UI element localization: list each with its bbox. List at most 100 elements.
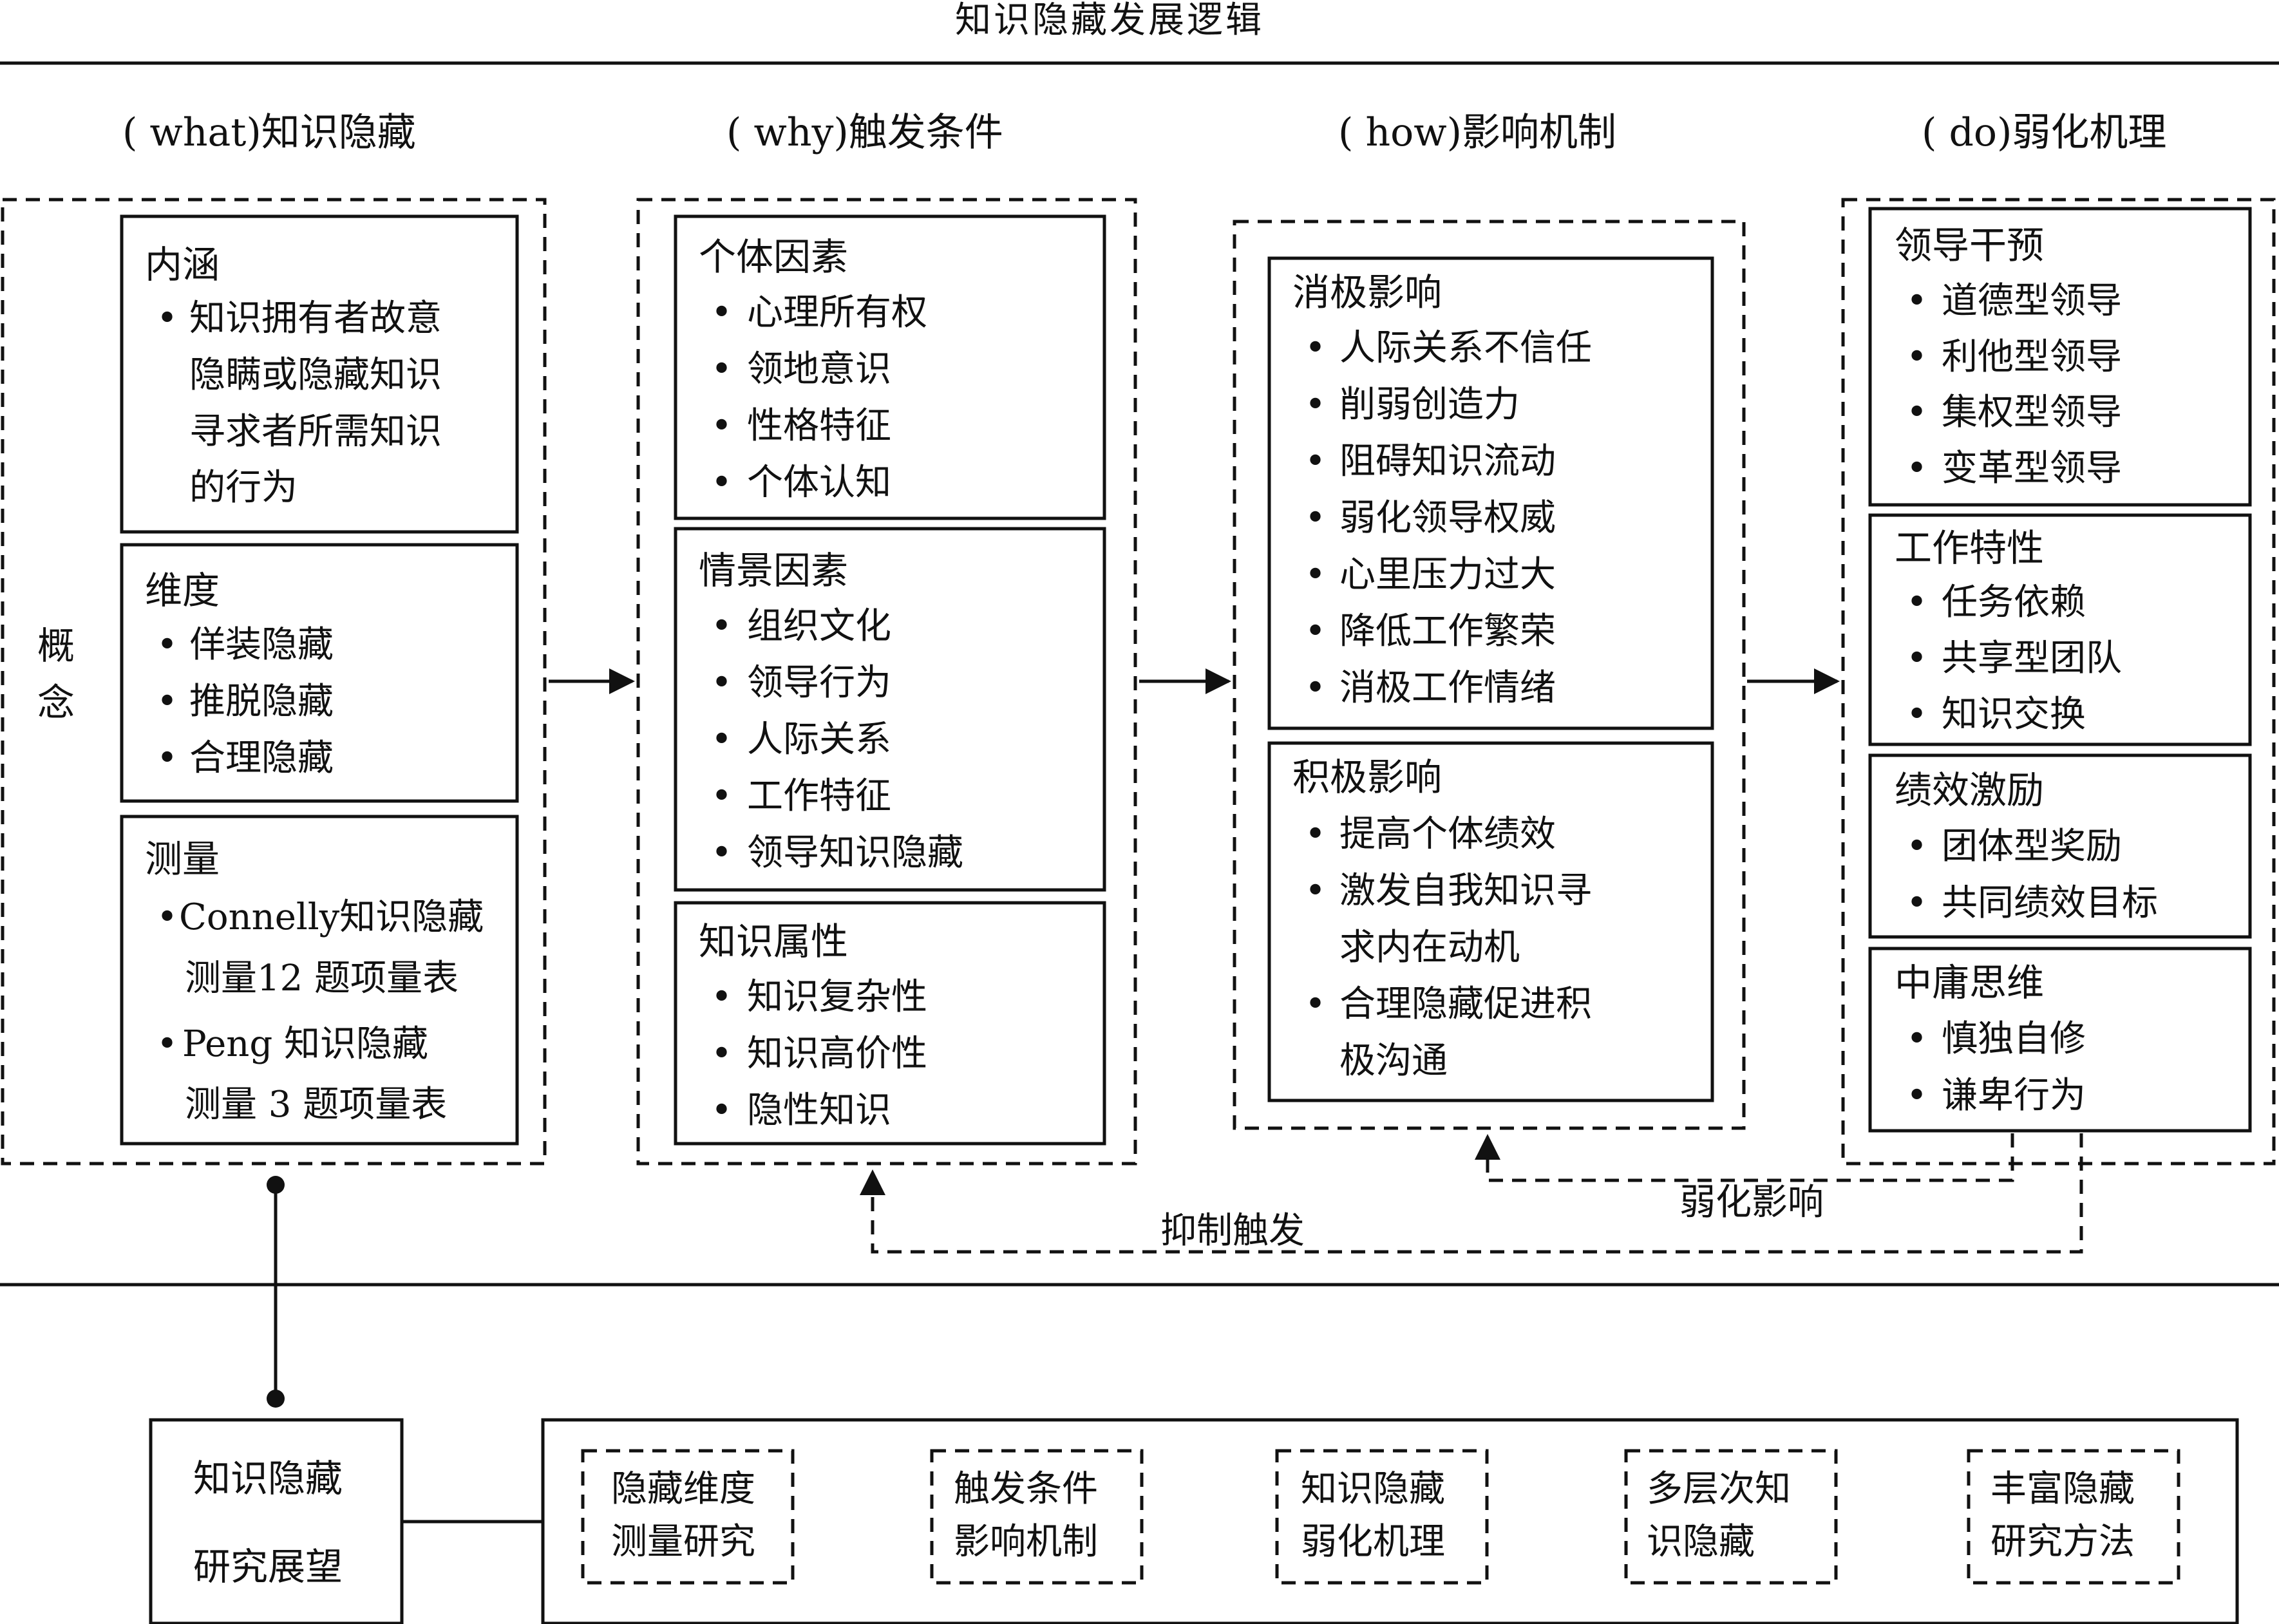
bullet: • xyxy=(1305,497,1327,539)
item-text: 心里压力过大 xyxy=(1339,554,1556,596)
bullet: • xyxy=(711,1090,733,1131)
item-text: 合理隐藏促进积 xyxy=(1339,983,1592,1025)
box-title-work-characteristics: 工作特性 xyxy=(1895,526,2045,570)
item-text: 寻求者所需知识 xyxy=(189,411,442,453)
item-text: 测量12 题项量表 xyxy=(185,958,459,999)
bullet: • xyxy=(711,405,733,447)
prospect-item-1-line-2: 测量研究 xyxy=(611,1521,755,1563)
item-text: 隐性知识 xyxy=(747,1090,891,1131)
item-text: 共同绩效目标 xyxy=(1942,882,2158,924)
prospect-item-5-line-2: 研究方法 xyxy=(1991,1521,2135,1563)
prospect-item-4-line-2: 识隐藏 xyxy=(1647,1521,1755,1563)
item-text: 合理隐藏 xyxy=(189,737,334,779)
prospect-item-1-line-1: 隐藏维度 xyxy=(611,1468,755,1510)
item-text: 知识高价性 xyxy=(747,1033,927,1075)
bullet: • xyxy=(1305,870,1327,912)
prospect-title-line-2: 研究展望 xyxy=(193,1545,343,1589)
item-text: 知识拥有者故意 xyxy=(189,297,442,339)
bullet: • xyxy=(711,719,733,760)
item-text: 阻碍知识流动 xyxy=(1339,440,1556,482)
item-text: 的行为 xyxy=(189,467,298,509)
bullet: • xyxy=(1305,667,1327,709)
bullet: • xyxy=(1906,637,1928,679)
box-title-zhongyong-thinking: 中庸思维 xyxy=(1895,961,2045,1005)
item-text: 知识交换 xyxy=(1942,694,2086,735)
box-title-positive-impact: 积极影响 xyxy=(1292,755,1442,799)
item-text: 提高个体绩效 xyxy=(1339,813,1556,855)
item-text: 变革型领导 xyxy=(1942,448,2122,489)
inhibit-trigger-label: 抑制触发 xyxy=(1160,1210,1305,1252)
item-text: 削弱创造力 xyxy=(1339,384,1520,426)
weaken-influence-label: 弱化影响 xyxy=(1679,1182,1824,1223)
item-text: 工作特征 xyxy=(747,775,891,817)
bullet: • xyxy=(1305,327,1327,369)
box-title-measurement: 测量 xyxy=(145,837,220,881)
prospect-item-4-line-1: 多层次知 xyxy=(1647,1468,1791,1510)
bullet: • xyxy=(1305,610,1327,652)
concept-label-char-1: 概 xyxy=(37,624,75,668)
item-text: 极沟通 xyxy=(1339,1040,1448,1082)
heading-why: ( why)触发条件 xyxy=(726,110,1003,155)
item-text: 组织文化 xyxy=(747,605,891,647)
bullet: • xyxy=(1906,280,1928,322)
item-text: 弱化领导权威 xyxy=(1339,497,1556,539)
item-text: 团体型奖励 xyxy=(1942,826,2122,867)
item-text: 共享型团队 xyxy=(1942,637,2122,679)
prospect-item-3-line-1: 知识隐藏 xyxy=(1301,1468,1445,1510)
bullet: • xyxy=(1906,392,1928,433)
bullet: • xyxy=(1305,384,1327,426)
diagram-title: 知识隐藏发展逻辑 xyxy=(955,0,1264,41)
box-title-dimension: 维度 xyxy=(145,569,220,612)
item-text: 推脱隐藏 xyxy=(189,681,334,722)
item-text: 领导知识隐藏 xyxy=(747,832,963,874)
box-title-performance-incentive: 绩效激励 xyxy=(1895,768,2045,812)
item-text: 知识复杂性 xyxy=(747,976,927,1018)
bullet: • xyxy=(1906,1018,1928,1060)
item-text: 慎独自修 xyxy=(1942,1018,2086,1060)
bullet: • xyxy=(1906,448,1928,489)
item-text: 人际关系不信任 xyxy=(1339,327,1592,369)
bullet: • xyxy=(1906,826,1928,867)
bullet: • xyxy=(1906,336,1928,378)
bullet: • xyxy=(711,832,733,874)
prospect-item-3-line-2: 弱化机理 xyxy=(1301,1521,1445,1563)
concept-label-char-2: 念 xyxy=(37,681,75,724)
item-text: 谦卑行为 xyxy=(1942,1075,2086,1117)
bullet: • xyxy=(1305,440,1327,482)
bullet: • xyxy=(1906,694,1928,735)
item-text: 领地意识 xyxy=(747,348,891,390)
bullet: • xyxy=(711,1033,733,1075)
item-text: 测量 3 题项量表 xyxy=(185,1084,448,1126)
bullet: • xyxy=(711,292,733,334)
prospect-item-5-line-1: 丰富隐藏 xyxy=(1991,1468,2135,1510)
prospect-title-box xyxy=(149,1418,404,1624)
item-text: 隐瞒或隐藏知识 xyxy=(189,354,442,396)
bullet: • xyxy=(156,624,178,666)
item-text: 道德型领导 xyxy=(1942,280,2122,322)
item-text: 心理所有权 xyxy=(747,292,927,334)
heading-do: ( do)弱化机理 xyxy=(1922,110,2167,155)
bullet: • xyxy=(1906,1075,1928,1117)
item-text: 领导行为 xyxy=(747,662,891,704)
box-title-negative-impact: 消极影响 xyxy=(1292,270,1442,314)
heading-what: ( what)知识隐藏 xyxy=(122,110,416,155)
box-title-connotation: 内涵 xyxy=(145,243,220,287)
prospect-item-2-line-1: 触发条件 xyxy=(954,1468,1098,1510)
bullet: • xyxy=(711,976,733,1018)
item-text: 集权型领导 xyxy=(1942,392,2122,433)
box-title-leadership-intervention: 领导干预 xyxy=(1895,223,2045,267)
item-text: 佯装隐藏 xyxy=(189,624,334,666)
box-title-knowledge-attributes: 知识属性 xyxy=(699,920,849,963)
bullet: • xyxy=(1305,983,1327,1025)
item-text: 激发自我知识寻 xyxy=(1339,870,1592,912)
item-text: 求内在动机 xyxy=(1339,927,1520,968)
box-title-individual-factors: 个体因素 xyxy=(699,235,849,279)
item-text: 消极工作情绪 xyxy=(1339,667,1556,709)
item-text: 个体认知 xyxy=(747,462,891,504)
bullet: • xyxy=(156,1023,178,1065)
prospect-title-line-1: 知识隐藏 xyxy=(193,1457,343,1500)
item-text: Connelly知识隐藏 xyxy=(179,896,484,938)
item-text: Peng 知识隐藏 xyxy=(182,1023,429,1065)
connector-dot-bottom xyxy=(267,1390,285,1408)
